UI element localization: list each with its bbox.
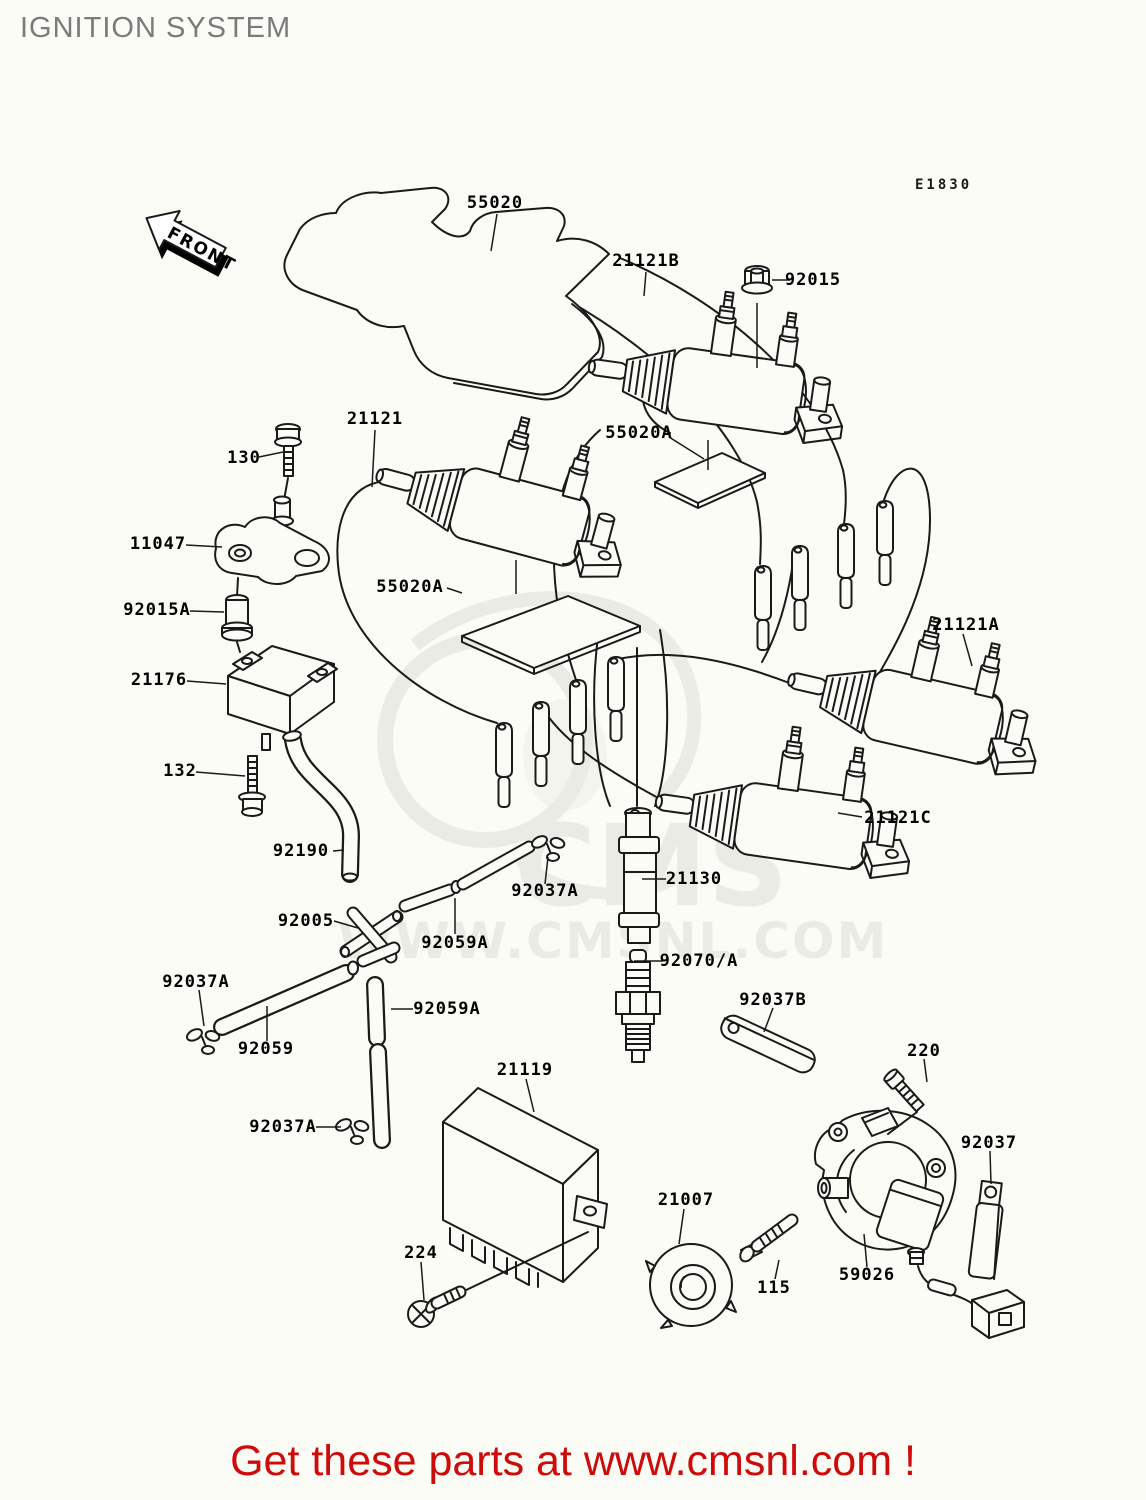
strap-92037b [720, 1014, 816, 1074]
tube-92059a-vertical [366, 976, 391, 1149]
part-label-21121c[interactable]: 21121C [864, 808, 932, 828]
part-label-115[interactable]: 115 [757, 1278, 791, 1298]
part-label-21130[interactable]: 21130 [665, 869, 723, 889]
strap-92037 [967, 1179, 1004, 1281]
part-label-224[interactable]: 224 [404, 1243, 438, 1263]
part-label-21176[interactable]: 21176 [130, 670, 188, 690]
part-label-21121a[interactable]: 21121A [932, 615, 1000, 635]
hose-92190 [282, 730, 361, 883]
part-label-92059a-2[interactable]: 92059A [413, 999, 481, 1019]
bracket-11047 [214, 477, 330, 585]
part-label-92037a-mid[interactable]: 92037A [511, 881, 579, 901]
part-label-92037b[interactable]: 92037B [739, 990, 807, 1010]
part-label-92037[interactable]: 92037 [960, 1133, 1018, 1153]
part-label-92037a-left[interactable]: 92037A [162, 972, 230, 992]
nut-92015 [741, 265, 773, 295]
part-label-130[interactable]: 130 [227, 448, 261, 468]
part-label-92005[interactable]: 92005 [277, 911, 335, 931]
bolt-130 [274, 423, 302, 477]
damper-pad-55020a-mid [461, 595, 641, 675]
igniter-21176 [227, 645, 338, 751]
leader-lines [185, 213, 992, 1301]
part-label-55020a-mid[interactable]: 55020A [376, 577, 444, 597]
part-label-220[interactable]: 220 [907, 1041, 941, 1061]
part-label-11047[interactable]: 11047 [129, 534, 187, 554]
footer-banner-link[interactable]: Get these parts at www.cmsnl.com ! [230, 1437, 916, 1485]
part-label-21007[interactable]: 21007 [657, 1190, 715, 1210]
diagram-code: E1830 [915, 177, 973, 193]
part-label-92059a-1[interactable]: 92059A [421, 933, 489, 953]
part-label-92190[interactable]: 92190 [272, 841, 330, 861]
part-label-132[interactable]: 132 [163, 761, 197, 781]
bolt-132 [238, 755, 266, 817]
part-label-55020[interactable]: 55020 [466, 193, 524, 213]
screw-220 [883, 1068, 925, 1135]
pickup-plate-59026 [814, 1107, 1025, 1339]
damper-pad-55020 [283, 186, 610, 401]
part-label-55020a-top[interactable]: 55020A [605, 423, 673, 443]
part-label-92059[interactable]: 92059 [237, 1039, 295, 1059]
part-label-21121[interactable]: 21121 [346, 409, 404, 429]
part-label-92037a-bottom[interactable]: 92037A [249, 1117, 317, 1137]
screw-224 [407, 1285, 467, 1328]
spark-plug-92070a [615, 949, 661, 1063]
rotor-21007 [645, 1243, 737, 1329]
page-title: IGNITION SYSTEM [20, 12, 292, 44]
watermark-url-text: WWW.CMSNL.COM [338, 912, 889, 970]
part-label-92015[interactable]: 92015 [784, 270, 842, 290]
bolt-115 [739, 1213, 799, 1263]
ecu-21119 [442, 1087, 608, 1293]
part-label-21119[interactable]: 21119 [496, 1060, 554, 1080]
plug-cap-21130 [618, 807, 660, 944]
damper-92015a [221, 577, 253, 653]
part-label-21121b[interactable]: 21121B [612, 251, 680, 271]
part-label-59026[interactable]: 59026 [838, 1265, 896, 1285]
tube-92059 [213, 941, 401, 1036]
part-label-92070a[interactable]: 92070/A [659, 951, 739, 971]
damper-pad-55020a-top [654, 452, 766, 509]
part-label-92015a[interactable]: 92015A [123, 600, 191, 620]
tube-92059a-diagonal [398, 840, 536, 913]
